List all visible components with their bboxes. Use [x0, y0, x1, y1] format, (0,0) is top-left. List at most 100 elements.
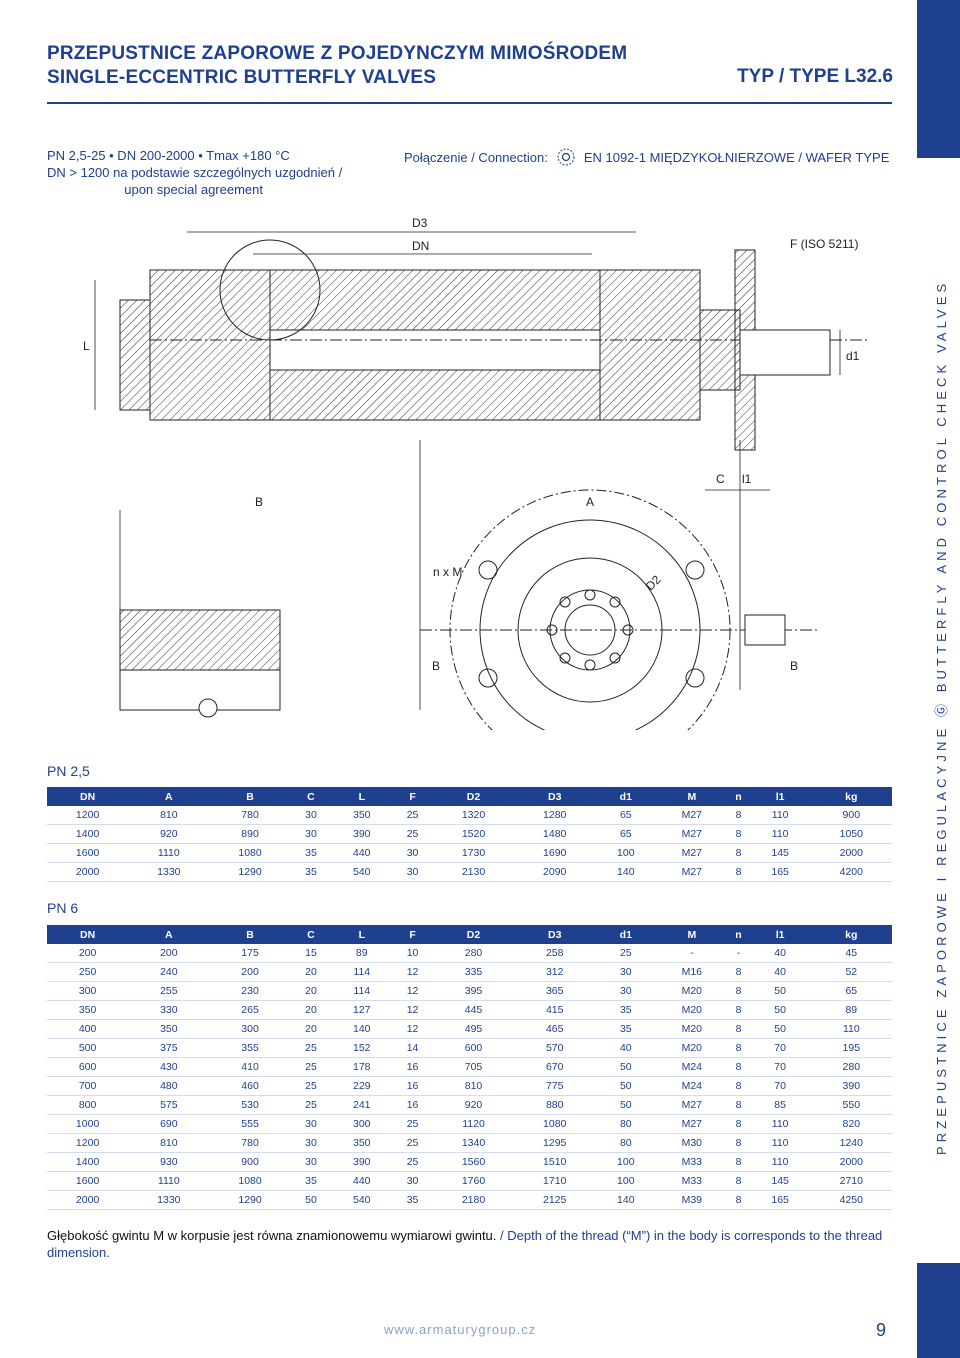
table-cell: 900 [209, 1152, 291, 1172]
table-cell: 35 [392, 1190, 433, 1210]
pn25-label: PN 2,5 [47, 763, 90, 779]
table-cell: 30 [392, 843, 433, 863]
table-cell: 330 [128, 1000, 210, 1020]
table-cell: 1600 [47, 1171, 129, 1191]
table-cell: 390 [810, 1076, 892, 1096]
table-cell: 530 [209, 1095, 291, 1115]
table-cell: 8 [727, 1095, 750, 1115]
table-cell: 50 [749, 1019, 811, 1039]
table-cell: 465 [514, 1019, 596, 1039]
table-cell: 700 [47, 1076, 129, 1096]
table-cell: 355 [209, 1038, 291, 1058]
table-cell: 80 [595, 1114, 657, 1134]
table-cell: 152 [331, 1038, 393, 1058]
table-cell: 2000 [810, 1152, 892, 1172]
table-cell: 8 [727, 1152, 750, 1172]
table-cell: M27 [656, 806, 728, 825]
table-cell: 2000 [47, 1190, 129, 1210]
table-cell: 1520 [432, 824, 515, 844]
column-header: M [656, 787, 728, 806]
table-cell: 200 [47, 944, 129, 963]
table-cell: 89 [810, 1000, 892, 1020]
table-cell: - [727, 944, 750, 963]
title-line-pl: PRZEPUSTNICE ZAPOROWE Z POJEDYNCZYM MIMO… [47, 43, 628, 64]
table-cell: M27 [656, 862, 728, 882]
table-cell: 800 [47, 1095, 129, 1115]
table-cell: 2130 [432, 862, 515, 882]
table-cell: 25 [290, 1038, 332, 1058]
table-cell: 500 [47, 1038, 129, 1058]
column-header: L [331, 787, 393, 806]
table-cell: 1000 [47, 1114, 129, 1134]
table-cell: 440 [331, 1171, 393, 1191]
column-header: D3 [514, 925, 596, 944]
column-header: d1 [595, 925, 657, 944]
table-cell: 1330 [128, 1190, 210, 1210]
table-cell: 1120 [432, 1114, 515, 1134]
table-cell: 4200 [810, 862, 892, 882]
column-header: C [290, 925, 332, 944]
table-cell: 8 [727, 1000, 750, 1020]
table-cell: 300 [209, 1019, 291, 1039]
table-cell: 100 [595, 1152, 657, 1172]
table-cell: 140 [331, 1019, 393, 1039]
table-cell: 255 [128, 981, 210, 1001]
table-cell: 140 [595, 1190, 657, 1210]
table-cell: 600 [432, 1038, 515, 1058]
table-cell: 30 [595, 981, 657, 1001]
table-cell: 8 [727, 862, 750, 882]
table-cell: 8 [727, 981, 750, 1001]
table-cell: 25 [392, 1114, 433, 1134]
table-cell: 350 [47, 1000, 129, 1020]
table-cell: M27 [656, 843, 728, 863]
table-cell: 350 [128, 1019, 210, 1039]
table-cell: 375 [128, 1038, 210, 1058]
table-cell: 14 [392, 1038, 433, 1058]
label-d1: d1 [846, 349, 860, 363]
footer-url[interactable]: www.armaturygroup.cz [384, 1322, 537, 1337]
table-cell: M16 [656, 962, 728, 982]
table-cell: 335 [432, 962, 515, 982]
table-cell: 8 [727, 824, 750, 844]
table-cell: M20 [656, 981, 728, 1001]
table-cell: 670 [514, 1057, 596, 1077]
table-cell: 1480 [514, 824, 596, 844]
table-cell: 25 [595, 944, 657, 963]
label-l1: l1 [742, 472, 752, 486]
table-cell: 30 [392, 862, 433, 882]
table-cell: 810 [128, 806, 210, 825]
table-cell: 30 [392, 1171, 433, 1191]
table-cell: 280 [432, 944, 515, 963]
table-cell: 15 [290, 944, 332, 963]
label-c: C [716, 472, 725, 486]
table-cell: 12 [392, 962, 433, 982]
table-cell: 400 [47, 1019, 129, 1039]
table-cell: - [656, 944, 728, 963]
table-cell: M20 [656, 1038, 728, 1058]
table-cell: 540 [331, 1190, 393, 1210]
table-cell: M33 [656, 1152, 728, 1172]
table-cell: 16 [392, 1057, 433, 1077]
table-cell: 65 [595, 824, 657, 844]
table-cell: 350 [331, 806, 393, 825]
table-cell: 25 [290, 1057, 332, 1077]
table-cell: 430 [128, 1057, 210, 1077]
table-cell: 30 [290, 1114, 332, 1134]
table-cell: 40 [749, 944, 811, 963]
sidebar-band-bottom [917, 1263, 960, 1358]
table-cell: 12 [392, 1019, 433, 1039]
table-cell: 65 [595, 806, 657, 825]
table-cell: 300 [331, 1114, 393, 1134]
connection-info: Połączenie / Connection: EN 1092-1 MIĘDZ… [404, 147, 889, 167]
table-cell: 460 [209, 1076, 291, 1096]
column-header: kg [810, 787, 892, 806]
table-cell: 1400 [47, 824, 129, 844]
table-cell: 2125 [514, 1190, 596, 1210]
